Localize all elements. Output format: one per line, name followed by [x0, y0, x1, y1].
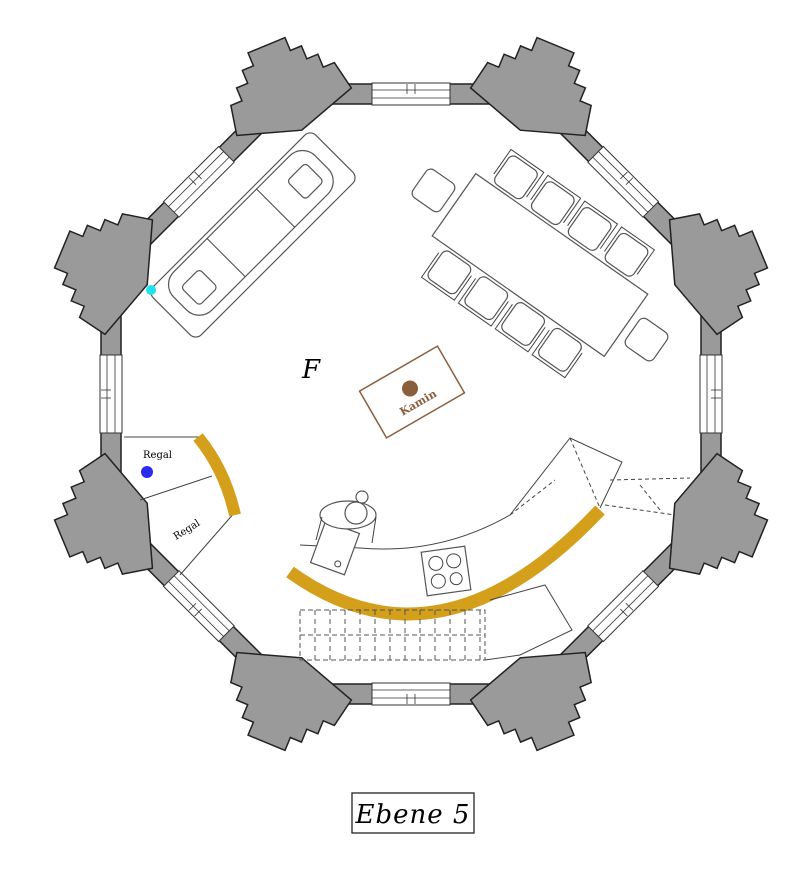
window	[699, 354, 723, 434]
corner-pillar	[469, 651, 592, 752]
kitchen-counter	[286, 437, 691, 661]
dining-table	[411, 148, 669, 379]
window	[371, 682, 451, 706]
corner-pillar	[668, 452, 769, 575]
blue-marker	[141, 466, 153, 478]
corner-pillar	[53, 452, 154, 575]
level-label-box: Ebene 5	[351, 792, 475, 834]
cooktop	[420, 545, 472, 597]
dining-chair	[494, 302, 546, 353]
sofa	[150, 132, 356, 338]
level-label: Ebene 5	[355, 800, 471, 830]
person	[315, 490, 377, 544]
cyan-marker	[146, 285, 156, 295]
corner-pillar	[53, 213, 154, 336]
dining-chair	[493, 148, 545, 200]
window	[162, 145, 235, 218]
window	[587, 570, 660, 643]
dining-chair	[411, 168, 456, 213]
window	[162, 570, 235, 643]
corner-pillar	[230, 651, 353, 752]
dining-chair	[603, 226, 656, 277]
dining-chair	[457, 276, 509, 327]
corner-pillar	[469, 36, 592, 137]
dining-chair	[530, 174, 582, 226]
shelf-label-1: Regal	[143, 450, 172, 461]
staircase	[299, 609, 486, 661]
dining-chair	[567, 200, 619, 251]
dining-chair	[624, 317, 669, 362]
window	[371, 82, 451, 106]
room-letter: F	[301, 355, 321, 385]
dining-chair	[531, 327, 583, 379]
window	[587, 145, 660, 218]
corner-pillar	[668, 213, 769, 336]
corner-pillar	[230, 36, 353, 137]
dining-chair	[420, 250, 472, 301]
window	[99, 354, 123, 434]
